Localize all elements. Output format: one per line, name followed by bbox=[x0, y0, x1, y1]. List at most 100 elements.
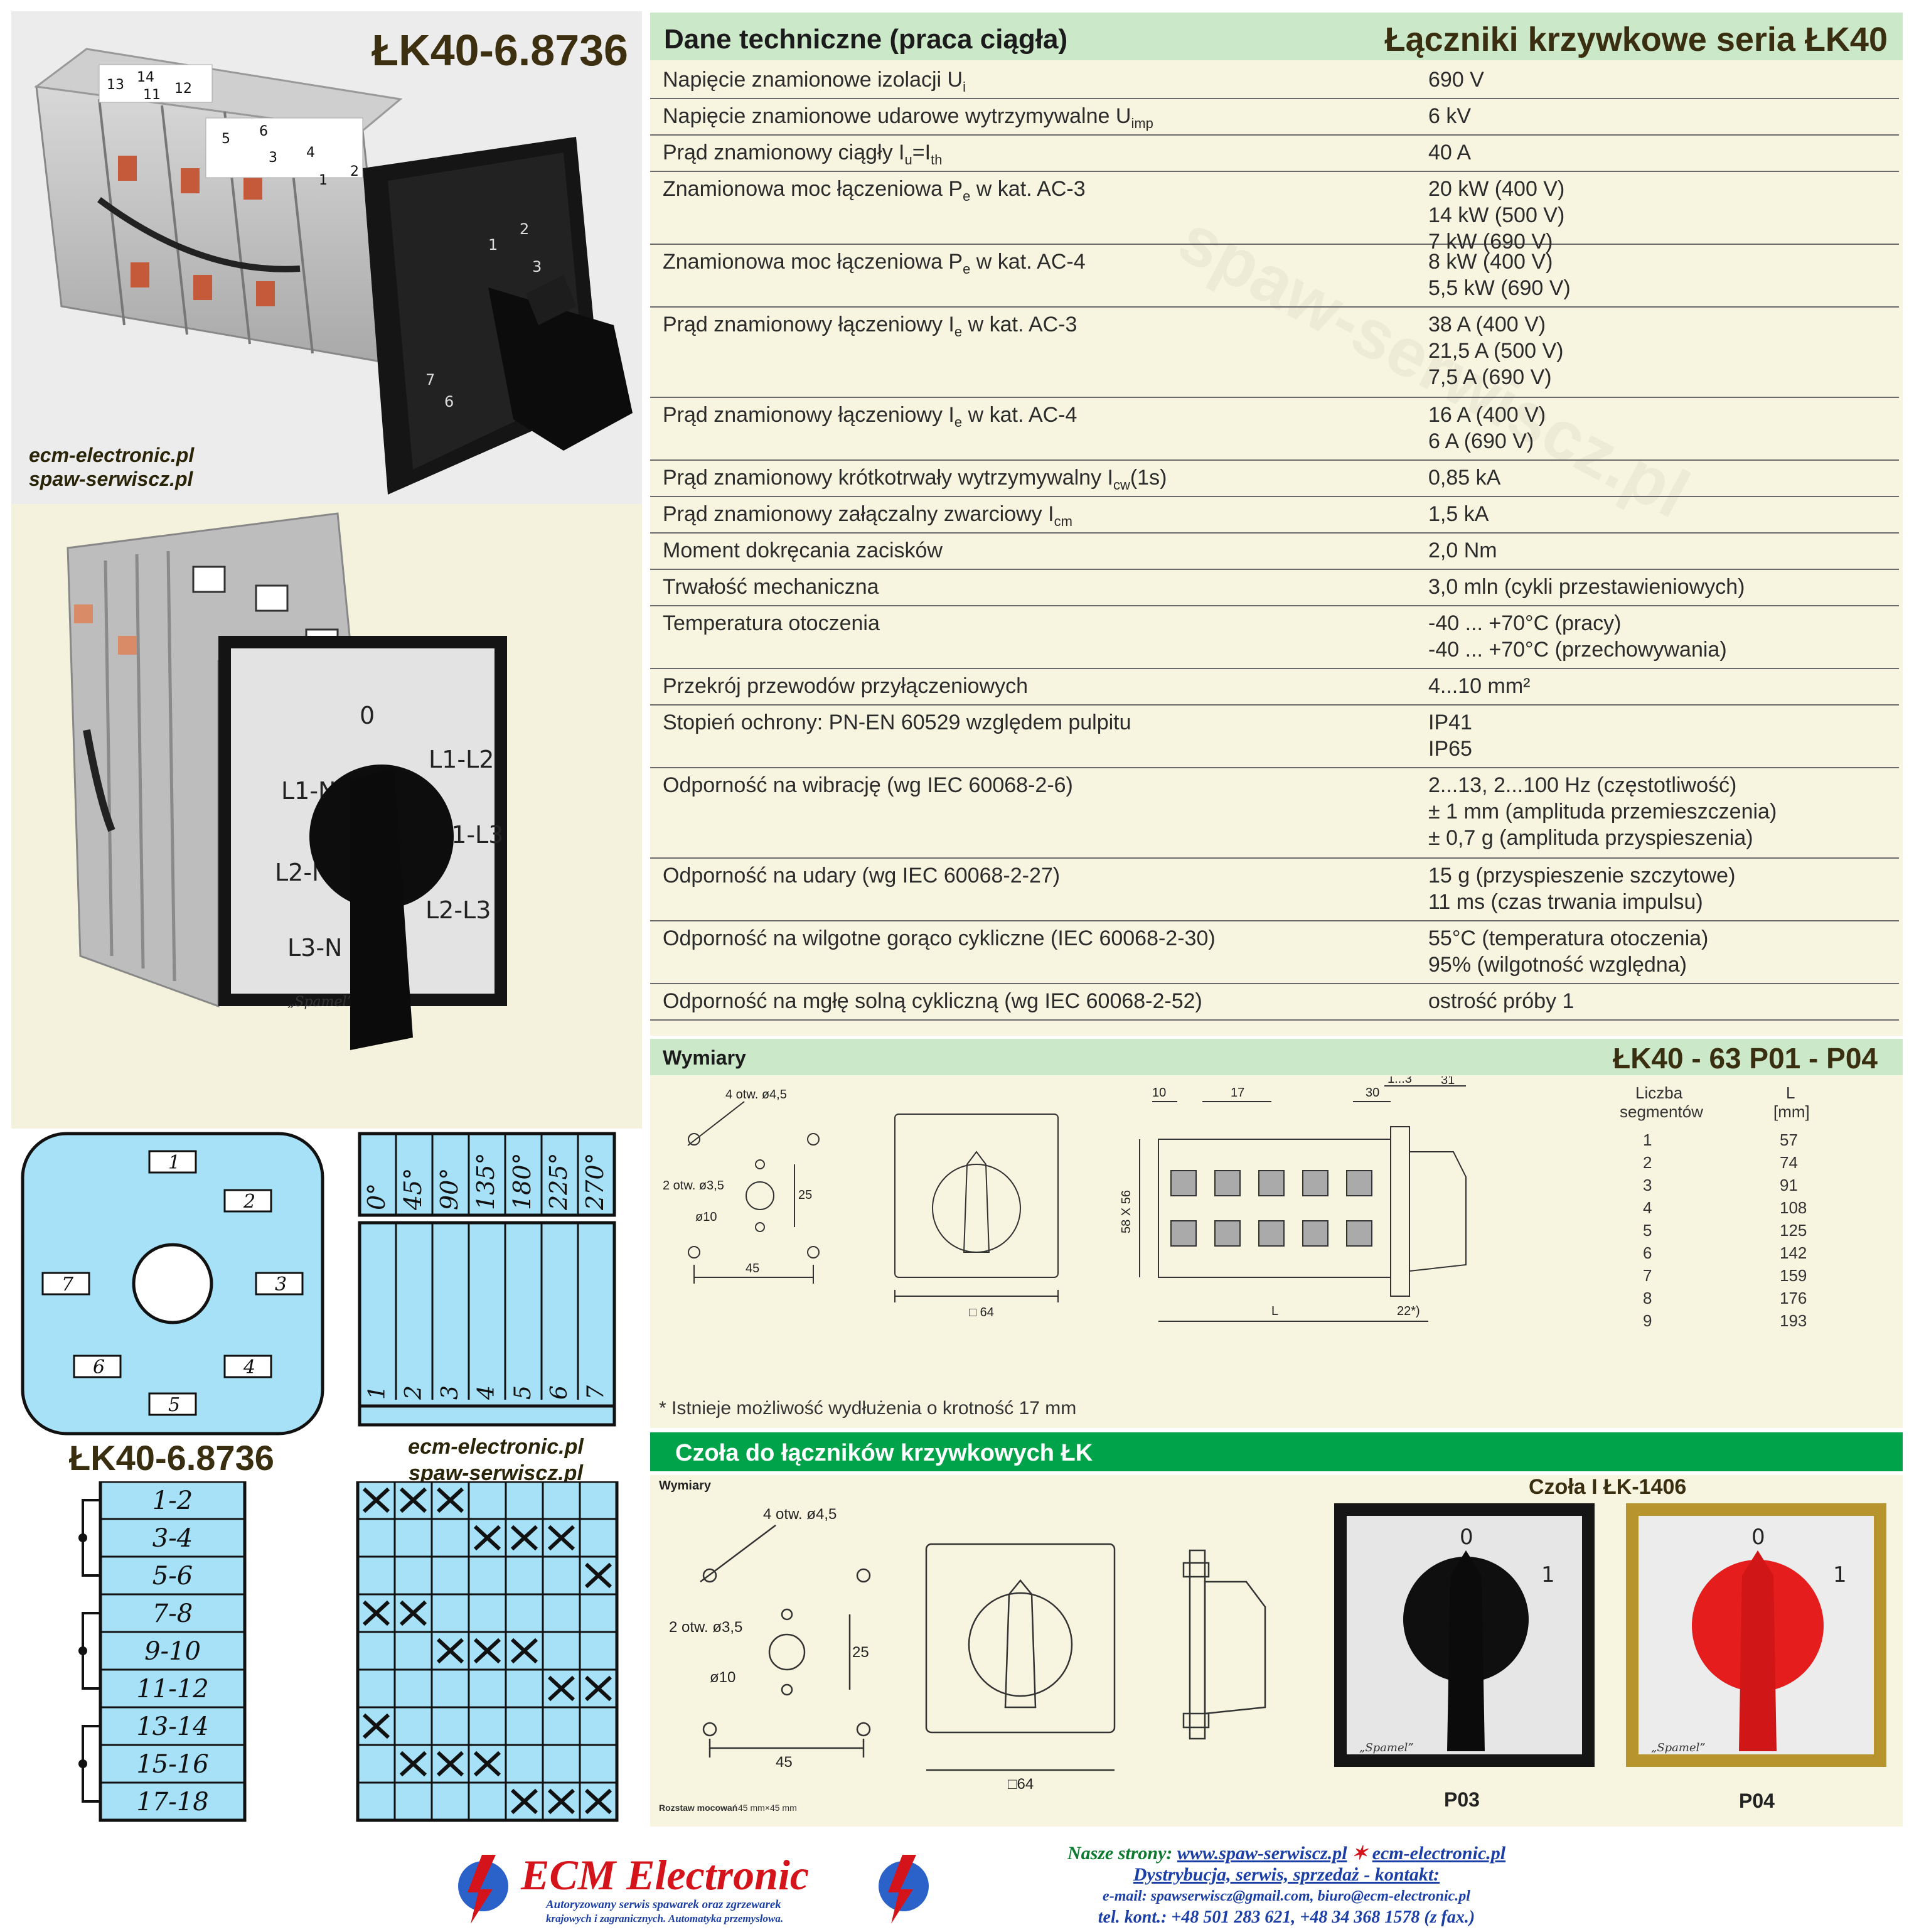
position-column-box bbox=[358, 1221, 616, 1427]
photo-links: ecm-electronic.pl spaw-serwiscz.pl bbox=[29, 443, 194, 491]
czola-drawing: 4 otw. ø4,5 2 otw. ø3,5 ø10 25 45 □64 Ro… bbox=[659, 1503, 1886, 1813]
tech-param: Odporność na mgłę solną cykliczną (wg IE… bbox=[663, 988, 1202, 1014]
front-label: L1-L2 bbox=[429, 746, 494, 773]
tech-param-tail: w kat. AC-3 bbox=[962, 313, 1077, 336]
tech-value: 55°C (temperatura otoczenia) 95% (wilgot… bbox=[1428, 926, 1709, 977]
closed-contact-mark bbox=[362, 1713, 390, 1739]
tech-param-text: Przekrój przewodów przyłączeniowych bbox=[663, 674, 1029, 698]
tech-value: 2...13, 2...100 Hz (częstotliwość) ± 1 m… bbox=[1428, 773, 1777, 850]
segment-count: 1 bbox=[1643, 1130, 1652, 1149]
angle-label: 45° bbox=[399, 1168, 427, 1211]
front-label: L3-N bbox=[287, 934, 343, 962]
tech-param-sub: e bbox=[963, 188, 971, 204]
dims-series-title: ŁK40 - 63 P01 - P04 bbox=[1613, 1042, 1878, 1075]
dimension-drawing: 4 otw. ø4,5 2 otw. ø3,5 ø10 25 45 □ 64 1… bbox=[663, 1076, 1810, 1330]
tech-param-mid: =I bbox=[912, 141, 931, 164]
closed-contact-mark bbox=[399, 1600, 427, 1626]
angle-label: 135° bbox=[472, 1152, 500, 1210]
tech-param: Trwałość mechaniczna bbox=[663, 574, 879, 600]
tech-param: Stopień ochrony: PN-EN 60529 względem pu… bbox=[663, 709, 1131, 736]
segment-length: 74 bbox=[1780, 1153, 1798, 1172]
front-label: 1 bbox=[488, 236, 498, 254]
dim-30: 30 bbox=[1366, 1086, 1379, 1100]
footer-logo: ECM Electronic Autoryzowany serwis spawa… bbox=[452, 1845, 941, 1927]
closed-contact-mark bbox=[510, 1638, 538, 1664]
matrix-grid bbox=[356, 1481, 619, 1822]
position-5: 5 bbox=[168, 1394, 180, 1416]
tech-param: Temperatura otoczenia bbox=[663, 610, 880, 636]
position-label: 1 bbox=[365, 1385, 390, 1400]
tech-row: Temperatura otoczenia -40 ... +70°C (prac… bbox=[650, 605, 1899, 669]
segment-count: 8 bbox=[1643, 1289, 1652, 1307]
p03-zero: 0 bbox=[1460, 1525, 1473, 1550]
tech-value: 16 A (400 V) 6 A (690 V) bbox=[1428, 403, 1546, 453]
segment-length: 176 bbox=[1780, 1289, 1807, 1307]
segment-count: 6 bbox=[1643, 1243, 1652, 1262]
module-label: 4 bbox=[306, 145, 315, 161]
position-label: 6 bbox=[547, 1385, 572, 1400]
tech-param: Odporność na wibrację (wg IEC 60068-2-6) bbox=[663, 772, 1073, 798]
module-label: 12 bbox=[174, 81, 192, 97]
dims-header-title: Wymiary bbox=[663, 1046, 746, 1069]
czola-dim-64: □64 bbox=[1008, 1776, 1034, 1793]
segment-count: 2 bbox=[1643, 1153, 1652, 1172]
tech-value: IP41 IP65 bbox=[1428, 711, 1472, 761]
tech-param-text: Prąd znamionowy ciągły I bbox=[663, 141, 905, 164]
contact-pair-label: 13-14 bbox=[136, 1712, 208, 1741]
tech-param-text: Trwałość mechaniczna bbox=[663, 575, 879, 599]
tech-param: Znamionowa moc łączeniowa Pe w kat. AC-3 bbox=[663, 176, 1086, 210]
czola-dim-45: 45 bbox=[776, 1754, 793, 1771]
segment-count: 9 bbox=[1643, 1311, 1652, 1330]
tech-value: 3,0 mln (cykli przestawieniowych) bbox=[1428, 575, 1745, 599]
contact-phone[interactable]: tel. kont.: +48 501 283 621, +48 34 368 … bbox=[1098, 1908, 1475, 1927]
closed-contact-mark bbox=[473, 1525, 501, 1551]
tech-param-tail: w kat. AC-3 bbox=[970, 177, 1086, 201]
link-spaw[interactable]: spaw-serwiscz.pl bbox=[29, 468, 193, 490]
tech-value: 1,5 kA bbox=[1428, 502, 1489, 526]
dim-center-dia: ø10 bbox=[695, 1210, 717, 1224]
position-label: 3 bbox=[437, 1385, 463, 1400]
front-label: 3 bbox=[532, 258, 542, 276]
tech-param-sub: e bbox=[954, 323, 963, 340]
module-label: 13 bbox=[107, 77, 124, 93]
tech-param: Przekrój przewodów przyłączeniowych bbox=[663, 673, 1028, 699]
segment-length: 159 bbox=[1780, 1266, 1807, 1285]
tech-param-text: Znamionowa moc łączeniowa P bbox=[663, 177, 963, 201]
module-label: 14 bbox=[137, 70, 154, 85]
site-link-1[interactable]: www.spaw-serwiscz.pl bbox=[1177, 1843, 1347, 1864]
contact-pair-label: 9-10 bbox=[144, 1637, 201, 1666]
contact-label-box bbox=[99, 1481, 247, 1822]
p03-brand: „Spamel” bbox=[1359, 1741, 1414, 1754]
front-label: 7 bbox=[425, 371, 435, 389]
tech-value: 40 A bbox=[1428, 141, 1472, 164]
closed-contact-mark bbox=[584, 1788, 612, 1815]
link-ecm[interactable]: ecm-electronic.pl bbox=[29, 444, 195, 466]
tech-param: Odporność na udary (wg IEC 60068-2-27) bbox=[663, 862, 1060, 889]
link-ecm[interactable]: ecm-electronic.pl bbox=[408, 1435, 584, 1459]
closed-contact-mark bbox=[547, 1788, 575, 1815]
dims-header: Wymiary ŁK40 - 63 P01 - P04 bbox=[650, 1039, 1903, 1075]
tech-param-sub: e bbox=[954, 414, 963, 430]
tech-param-text: Stopień ochrony: PN-EN 60529 względem pu… bbox=[663, 711, 1131, 734]
closed-contact-mark bbox=[436, 1638, 464, 1664]
tech-param-text: Odporność na wibrację (wg IEC 60068-2-6) bbox=[663, 773, 1073, 797]
tech-value: 38 A (400 V) 21,5 A (500 V) 7,5 A (690 V… bbox=[1428, 313, 1564, 389]
segment-length: 142 bbox=[1780, 1243, 1807, 1262]
diagram-model-title: ŁK40-6.8736 bbox=[69, 1438, 274, 1478]
tech-param-text: Napięcie znamionowe izolacji U bbox=[663, 68, 963, 92]
module-label: 3 bbox=[269, 150, 277, 166]
contact-email[interactable]: e-mail: spawserwiscz@gmail.com, biuro@ec… bbox=[1103, 1888, 1470, 1904]
switch-position-diagram: 1 2 3 4 5 6 7 0°145°290°3135°4180°5225°6… bbox=[21, 1132, 616, 1436]
contact-pair-label: 7-8 bbox=[152, 1599, 193, 1628]
tech-value: -40 ... +70°C (pracy) -40 ... +70°C (prz… bbox=[1428, 611, 1727, 662]
czola-center-holes: 2 otw. ø3,5 bbox=[669, 1619, 742, 1636]
position-1: 1 bbox=[168, 1152, 180, 1174]
bracket-dot bbox=[78, 1759, 87, 1768]
switch-front-illustration: 0 L1-N L2-N L3-N L1-L2 L1-L3 L2-L3 „Spam… bbox=[11, 504, 642, 1129]
site-link-2[interactable]: ecm-electronic.pl bbox=[1372, 1843, 1506, 1864]
l-table-h1a: Liczba bbox=[1635, 1083, 1683, 1102]
dim-22: 22*) bbox=[1397, 1304, 1420, 1318]
